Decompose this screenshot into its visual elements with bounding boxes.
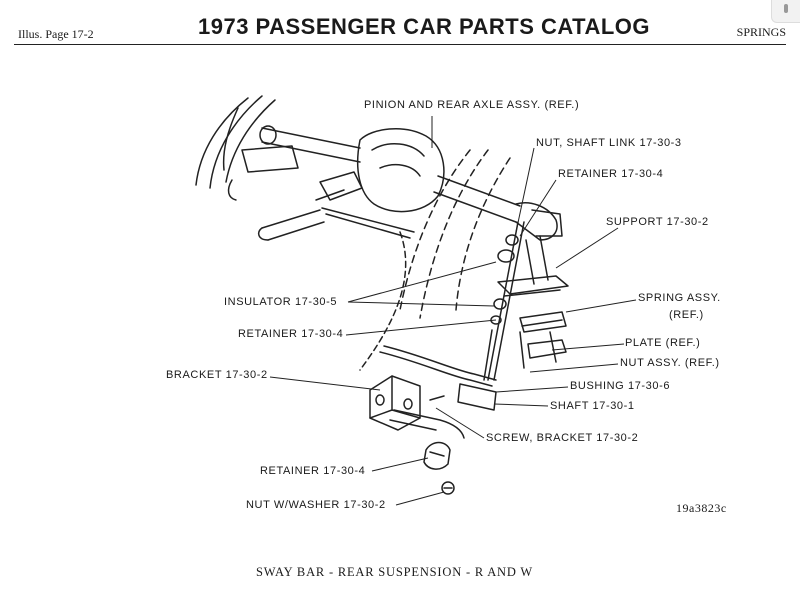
label-retainer-mid: RETAINER 17-30-4: [238, 328, 344, 340]
leaf-spring-drawing: [497, 235, 569, 369]
section-name: SPRINGS: [736, 25, 786, 39]
label-bushing: BUSHING 17-30-6: [570, 380, 671, 392]
label-insulator: INSULATOR 17-30-5: [224, 296, 338, 308]
label-retainer-low: RETAINER 17-30-4: [260, 465, 366, 477]
label-spring-assy: SPRING ASSY.: [638, 292, 721, 304]
label-pinion-rear-axle: PINION AND REAR AXLE ASSY. (REF.): [364, 99, 580, 111]
figure-caption: SWAY BAR - REAR SUSPENSION - R AND W: [256, 565, 533, 579]
label-nut-assy: NUT ASSY. (REF.): [620, 357, 720, 369]
label-screw-bracket: SCREW, BRACKET 17-30-2: [486, 432, 639, 444]
rear-axle-housing-drawing: [259, 125, 563, 241]
label-spring-ref: (REF.): [669, 309, 704, 321]
figure-reference-number: 19a3823c: [676, 501, 727, 515]
label-shaft: SHAFT 17-30-1: [550, 400, 635, 412]
label-nut-washer: NUT W/WASHER 17-30-2: [246, 499, 386, 511]
label-nut-shaft-link: NUT, SHAFT LINK 17-30-3: [536, 137, 682, 149]
label-bracket: BRACKET 17-30-2: [166, 369, 268, 381]
label-support: SUPPORT 17-30-2: [606, 216, 709, 228]
leader-lines: [269, 116, 637, 506]
bracket-drawing: [369, 375, 445, 431]
left-shock-drawing: [227, 145, 415, 241]
catalog-title: 1973 PASSENGER CAR PARTS CATALOG: [198, 14, 650, 39]
lower-retainer-drawing: [423, 441, 455, 495]
header-divider: [14, 44, 786, 45]
left-wheel-drawing: [195, 95, 276, 189]
illus-page-number: Illus. Page 17-2: [18, 27, 94, 41]
frame-reference-lines: [399, 149, 511, 319]
label-plate: PLATE (REF.): [625, 337, 701, 349]
label-retainer-top: RETAINER 17-30-4: [558, 168, 664, 180]
sway-bar-drawing: [379, 345, 497, 439]
shaft-link-drawing: [483, 221, 525, 381]
scroll-handle-icon[interactable]: [771, 0, 800, 23]
